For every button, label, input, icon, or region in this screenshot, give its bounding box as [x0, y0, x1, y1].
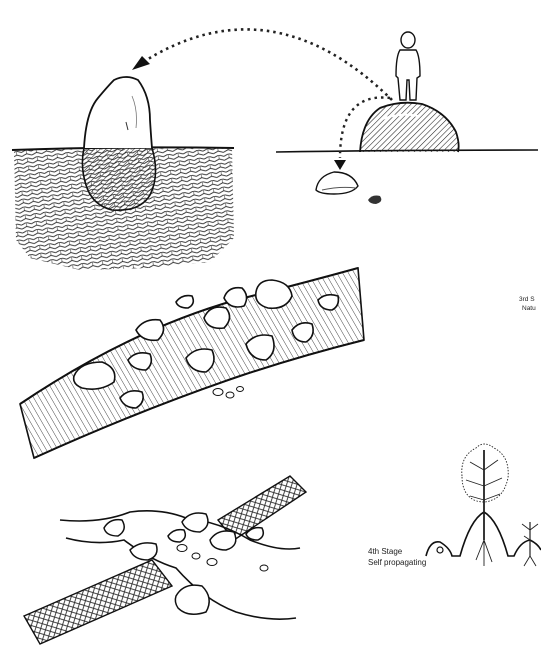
seed-icon: [437, 547, 443, 553]
dotted-arc: [140, 29, 392, 100]
tree-icon: [462, 444, 508, 566]
panel-standing-stone: [12, 77, 234, 270]
move-arrow: [132, 29, 392, 100]
arrowhead-down: [334, 160, 346, 170]
stage3-label-line2: Natu: [522, 305, 536, 312]
arrowhead-left: [132, 56, 150, 70]
panel-boulder-figure: [276, 32, 538, 204]
pebble: [368, 196, 381, 205]
large-boulder: [360, 103, 459, 152]
stage3-label-line1: 3rd S: [519, 296, 535, 303]
stage4-sketch: [426, 444, 541, 566]
stage4-label-line1: 4th Stage: [368, 548, 402, 557]
upright-stone: [84, 77, 152, 148]
loose-pebbles: [213, 387, 244, 399]
mesh-band-lower: [24, 560, 172, 644]
panel-mesh-crossing: [24, 476, 306, 644]
panel-stone-band: [20, 268, 364, 458]
stage4-label-line2: Self propagating: [368, 559, 426, 568]
human-figure: [396, 32, 420, 100]
small-stone: [316, 172, 358, 194]
